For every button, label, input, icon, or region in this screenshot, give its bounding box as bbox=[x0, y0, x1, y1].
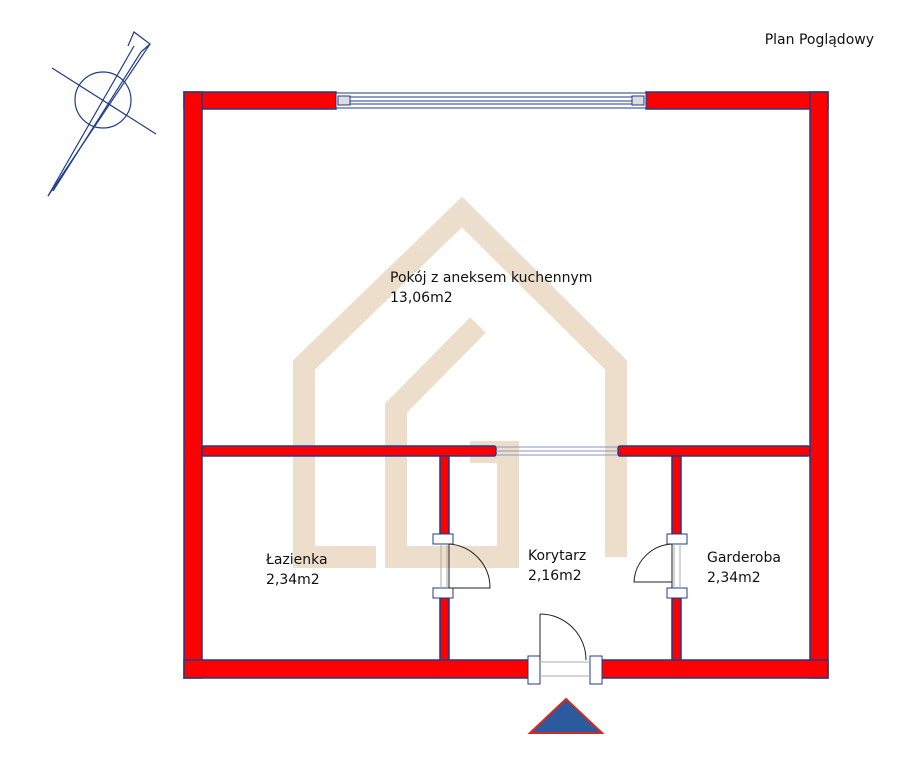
room-label-wardrobe: Garderoba 2,34m2 bbox=[707, 548, 781, 588]
house-logo-watermark bbox=[293, 196, 627, 568]
room-area: 2,34m2 bbox=[266, 572, 320, 588]
room-area: 2,34m2 bbox=[707, 570, 761, 586]
room-label-bathroom: Łazienka 2,34m2 bbox=[266, 550, 328, 590]
entrance-triangle-icon bbox=[527, 697, 605, 734]
wardrobe-door bbox=[633, 533, 688, 599]
room-name: Łazienka bbox=[266, 552, 328, 568]
room-label-corridor: Korytarz 2,16m2 bbox=[528, 546, 586, 586]
interior-walls bbox=[201, 445, 811, 661]
bathroom-door bbox=[432, 533, 491, 599]
room-area: 2,16m2 bbox=[528, 568, 582, 584]
room-name: Garderoba bbox=[707, 550, 781, 566]
room-name: Pokój z aneksem kuchennym bbox=[390, 270, 593, 286]
plan-title: Plan Poglądowy bbox=[764, 32, 874, 48]
outer-walls bbox=[183, 91, 829, 679]
passage-opening bbox=[496, 446, 618, 456]
entrance-door bbox=[527, 613, 603, 685]
room-label-living: Pokój z aneksem kuchennym 13,06m2 bbox=[390, 268, 592, 308]
room-area: 13,06m2 bbox=[390, 290, 453, 306]
room-name: Korytarz bbox=[528, 548, 587, 564]
compass-rose-icon bbox=[47, 31, 157, 197]
window bbox=[335, 92, 647, 109]
